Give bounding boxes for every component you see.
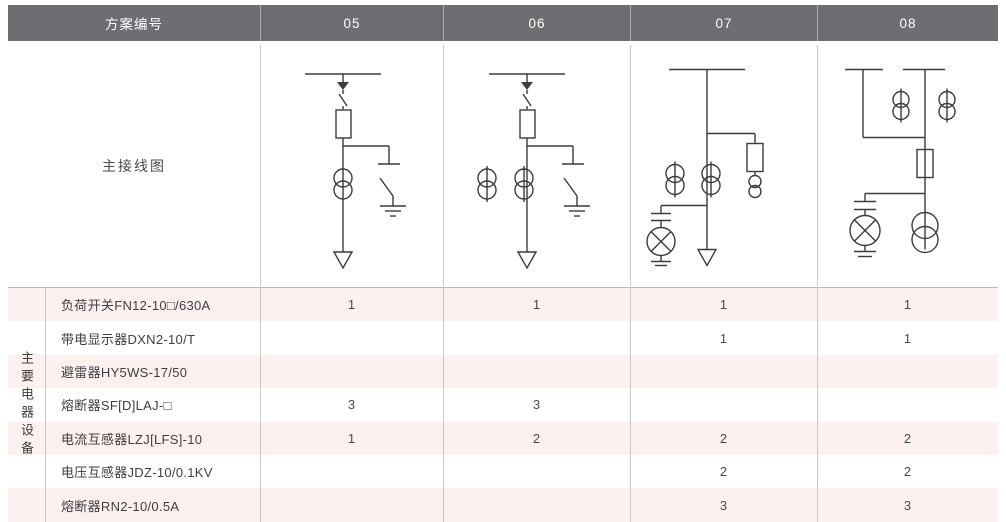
row-value-08: 2 [903, 464, 912, 480]
table-row: 避雷器HY5WS-17/50 [8, 354, 998, 389]
row-value-08 [817, 355, 998, 388]
header-col-07: 07 [630, 5, 817, 41]
row-value-05 [260, 321, 443, 354]
row-value-08: 1 [903, 330, 912, 346]
row-value-05: 1 [347, 430, 356, 446]
column-divider [45, 288, 46, 522]
row-value-05: 1 [347, 297, 356, 313]
row-value-06 [443, 488, 630, 521]
row-value-05 [260, 455, 443, 488]
header-col-06: 06 [443, 5, 630, 41]
diagram-row: 主接线图 [8, 45, 998, 286]
row-value-06: 2 [532, 430, 541, 446]
row-label: 带电显示器DXN2-10/T [61, 331, 196, 347]
row-value-05 [260, 355, 443, 388]
header-col-05: 05 [260, 5, 443, 41]
row-value-08 [817, 388, 998, 421]
row-value-07: 1 [719, 330, 728, 346]
row-value-07: 3 [719, 497, 728, 513]
header-row-title: 方案编号 [105, 17, 163, 32]
diagram-row-label-cell: 主接线图 [8, 45, 260, 286]
spec-table: 负荷开关FN12-10□/630A 1 1 1 1 带电显示器DXN2-10/T… [8, 287, 998, 522]
row-value-05: 3 [347, 397, 356, 413]
schematic-06 [443, 45, 630, 286]
diagram-row-label: 主接线图 [102, 157, 166, 174]
schematic-07 [630, 45, 817, 286]
column-divider [260, 288, 261, 522]
column-divider [630, 288, 631, 522]
row-value-06 [443, 355, 630, 388]
row-value-08: 1 [903, 297, 912, 313]
row-value-07: 1 [719, 297, 728, 313]
spec-rows: 负荷开关FN12-10□/630A 1 1 1 1 带电显示器DXN2-10/T… [8, 288, 998, 522]
row-label: 负荷开关FN12-10□/630A [61, 298, 211, 314]
row-value-06 [443, 321, 630, 354]
row-value-07: 2 [719, 464, 728, 480]
row-value-06: 3 [532, 397, 541, 413]
row-value-07 [630, 355, 817, 388]
header-col-08: 08 [817, 5, 998, 41]
row-value-06 [443, 455, 630, 488]
table-row: 负荷开关FN12-10□/630A 1 1 1 1 [8, 288, 998, 322]
row-label: 熔断器SF[D]LAJ-□ [61, 398, 172, 414]
row-value-08: 3 [903, 497, 912, 513]
row-value-07: 2 [719, 430, 728, 446]
group-label-cell: 主要电器设备 [8, 288, 45, 522]
table-header: 方案编号 05 06 07 08 [8, 5, 998, 41]
schematic-08 [817, 45, 998, 286]
row-value-08: 2 [903, 430, 912, 446]
table-row: 熔断器RN2-10/0.5A 3 3 [8, 488, 998, 522]
schematic-05 [260, 45, 443, 286]
row-label: 电压互感器JDZ-10/0.1KV [61, 465, 213, 481]
table-row: 电压互感器JDZ-10/0.1KV 2 2 [8, 455, 998, 488]
row-label: 避雷器HY5WS-17/50 [61, 364, 188, 380]
table-row: 熔断器SF[D]LAJ-□ 3 3 [8, 388, 998, 421]
group-label: 主要电器设备 [19, 351, 34, 459]
column-divider [443, 288, 444, 522]
table-row: 电流互感器LZJ[LFS]-10 1 2 2 2 [8, 421, 998, 455]
column-divider [817, 288, 818, 522]
row-value-05 [260, 488, 443, 521]
table-row: 带电显示器DXN2-10/T 1 1 [8, 321, 998, 354]
row-value-06: 1 [532, 297, 541, 313]
row-label: 电流互感器LZJ[LFS]-10 [61, 431, 203, 447]
row-label: 熔断器RN2-10/0.5A [61, 498, 180, 514]
row-value-07 [630, 388, 817, 421]
